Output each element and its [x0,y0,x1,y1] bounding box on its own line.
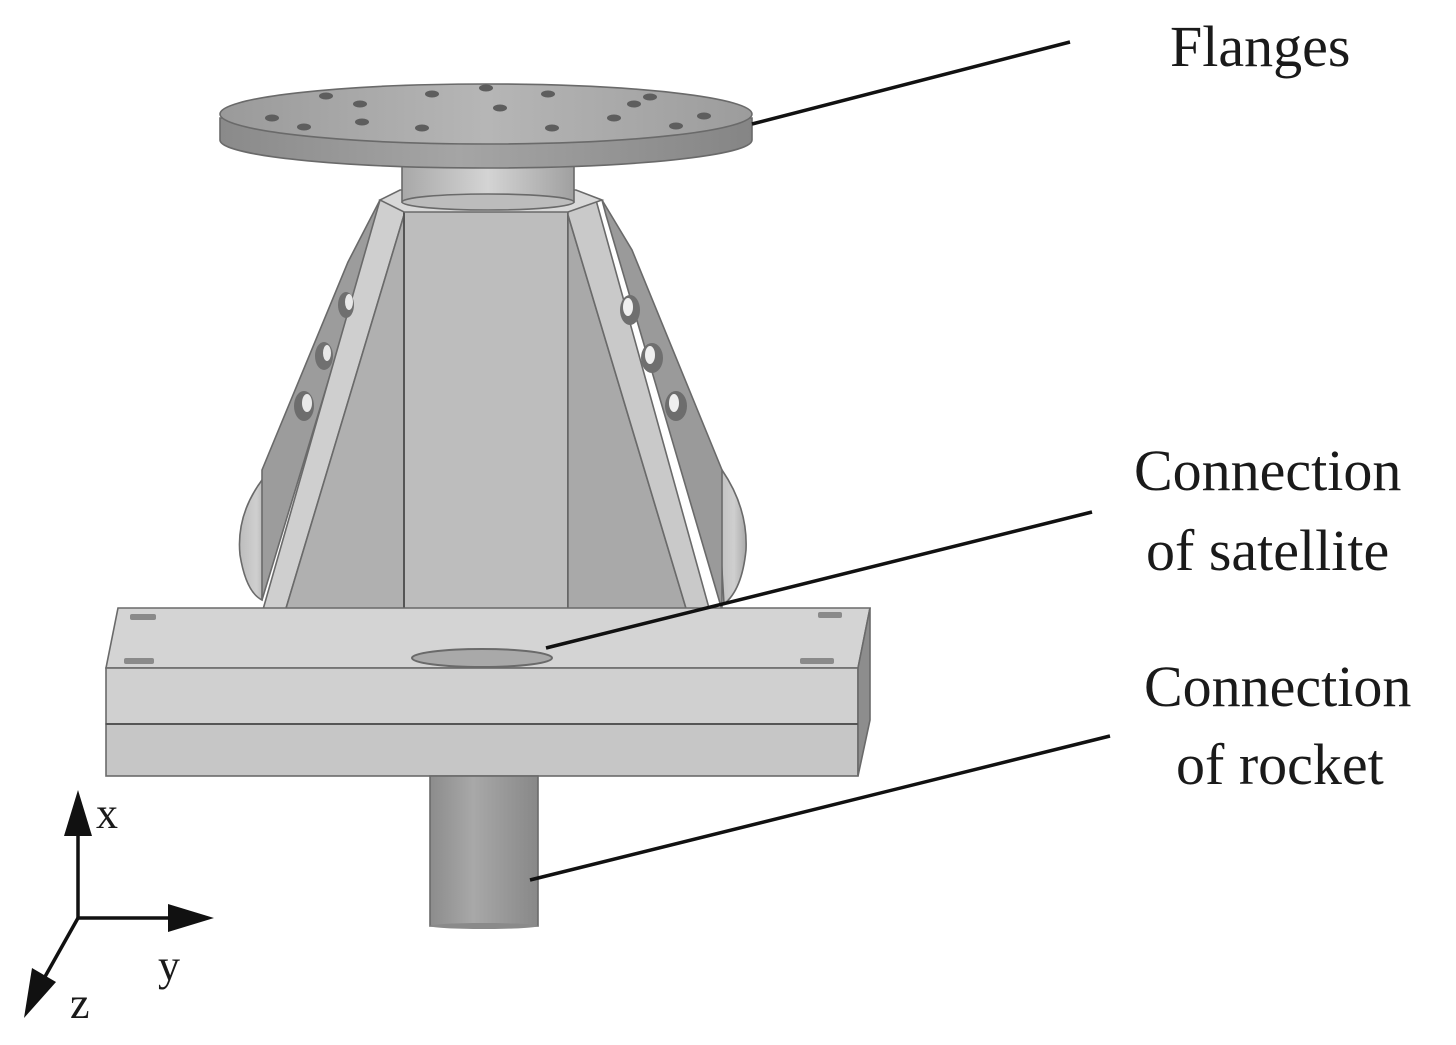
central-pillar [403,209,569,656]
coordinate-axes: x y z [24,789,214,1028]
rocket-leader-line [529,734,1111,882]
satellite-label-line1: Connection [1134,438,1401,503]
left-gusset-holes [294,292,354,421]
flanges-label: Flanges [1170,14,1350,79]
right-gusset-holes [620,295,687,421]
flanges-leader-line [751,40,1071,126]
z-axis-label: z [70,979,90,1028]
satellite-connection-hole [411,648,553,668]
rocket-connection-post [429,775,539,929]
x-axis-label: x [96,789,118,838]
x-axis-arrowhead [64,790,92,836]
y-axis-label: y [158,941,180,990]
fixture-model [105,83,871,929]
rocket-label-line2: of rocket [1176,732,1384,797]
left-lug [238,479,269,602]
satellite-label-line2: of satellite [1146,518,1389,583]
y-axis-arrowhead [168,904,214,932]
rocket-label-line1: Connection [1144,654,1411,719]
base-block [105,607,871,777]
z-axis-arrowhead [24,968,56,1018]
base-corner-slots [124,612,842,664]
right-lug [715,469,747,606]
flange-disc [219,83,753,169]
flange-bolt-holes [265,84,711,132]
satellite-leader-line [545,510,1093,650]
